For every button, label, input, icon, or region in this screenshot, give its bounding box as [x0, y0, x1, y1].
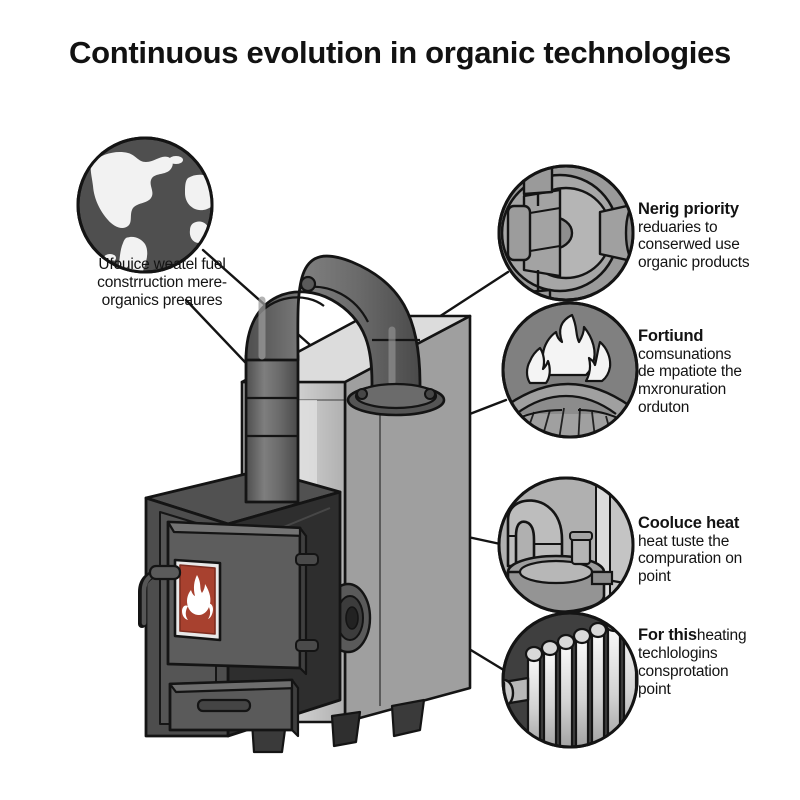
- callout-heat-recovery: Cooluce heat heat tuste the compuration …: [638, 514, 800, 586]
- burner-valve-icon: [497, 164, 635, 302]
- callout-fuel-combustion: Fortiund comsunations de mpatiote the mx…: [638, 327, 800, 416]
- callout-fuel-line-3: mxronuration: [638, 381, 727, 399]
- callout-left-line-2: constrruction mere-: [97, 273, 227, 291]
- callout-system-line-3: consprotation: [638, 662, 729, 680]
- callout-heat-heading: Cooluce heat: [638, 514, 740, 532]
- ash-drawer[interactable]: [168, 678, 300, 738]
- callout-system-line-2: techlologins: [638, 645, 718, 663]
- fire-window: [173, 558, 222, 642]
- pipe-pump-icon: [497, 476, 635, 614]
- callout-heat-line-2: compuration on: [638, 550, 743, 568]
- callout-fuel-heading: Fortiund: [638, 327, 704, 345]
- radiator-icon: [501, 611, 639, 749]
- callout-energy-heading: Nerig priority: [638, 200, 739, 218]
- callout-system-heating: For thisheating techlologins consprotati…: [638, 626, 800, 698]
- door-handle[interactable]: [138, 564, 182, 628]
- callout-system-line-1: heating: [696, 627, 747, 644]
- callout-energy-line-3: organic products: [638, 254, 750, 272]
- callout-energy-line-2: conserwed use: [638, 236, 740, 254]
- callout-heat-line-1: heat tuste the: [638, 532, 730, 550]
- callout-system-heading: For this: [638, 626, 697, 644]
- callout-fuel-line-4: orduton: [638, 398, 690, 416]
- callout-system-line-4: point: [638, 680, 671, 698]
- callout-fuel-line-2: de mpatiote the: [638, 363, 742, 381]
- callout-energy-priority: Nerig priority reduaries to conserwed us…: [638, 200, 800, 272]
- page-title: Continuous evolution in organic technolo…: [69, 35, 731, 70]
- callout-left-fuel: Ufouice weatel fuel constrruction mere- …: [62, 256, 262, 310]
- callout-left-line-3: organics preaures: [101, 291, 223, 309]
- callout-energy-line-1: reduaries to: [638, 218, 718, 236]
- flue-pipe: [244, 254, 446, 504]
- flame-logs-icon: [501, 301, 639, 439]
- globe-icon: [76, 136, 214, 274]
- callout-heat-line-3: point: [638, 568, 671, 586]
- callout-left-line-1: Ufouice weatel fuel: [98, 256, 226, 273]
- callout-fuel-line-1: comsunations: [638, 345, 732, 363]
